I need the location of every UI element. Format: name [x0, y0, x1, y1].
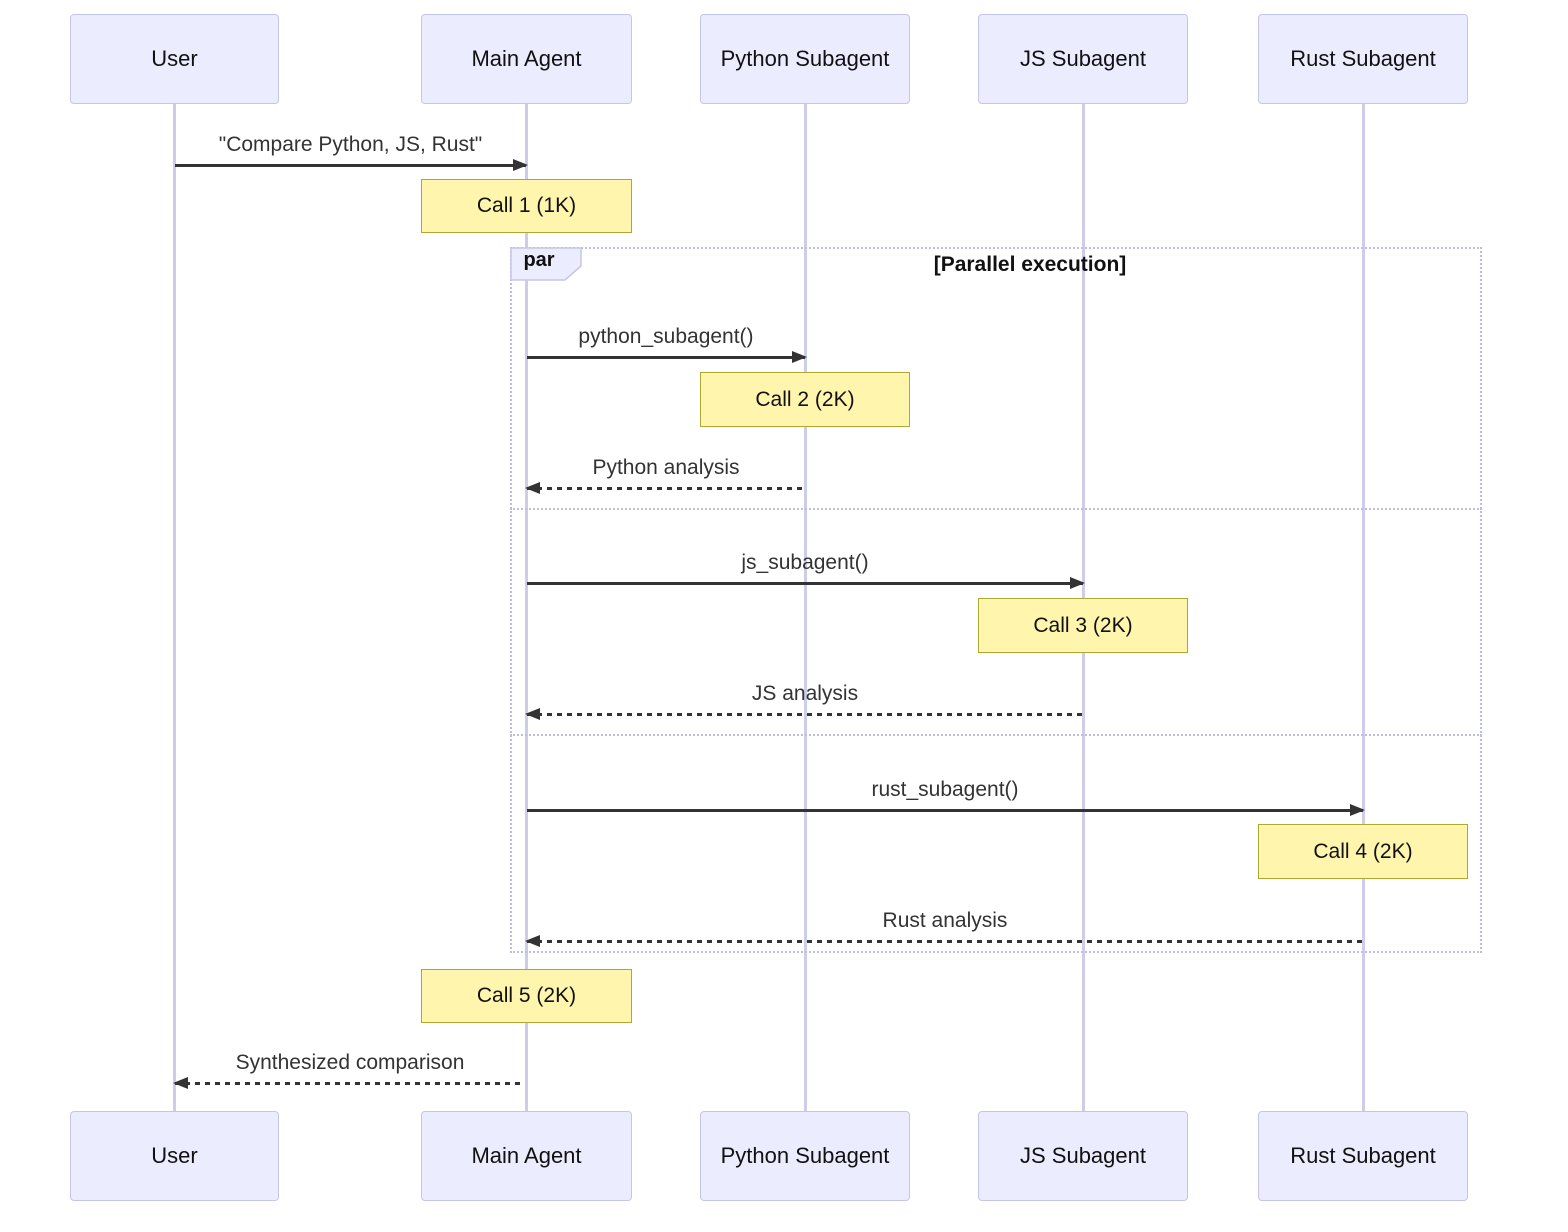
- arrowhead-left-icon: [525, 935, 540, 947]
- message-label: Python analysis: [592, 456, 740, 479]
- par-condition-label: [Parallel execution]: [933, 253, 1127, 276]
- note: Call 4 (2K): [1258, 824, 1468, 879]
- lifeline-user: [173, 104, 176, 1111]
- message-arrow: [527, 804, 1365, 816]
- message-label: rust_subagent(): [871, 778, 1019, 801]
- message-arrow: [527, 351, 807, 363]
- actor-top-main-agent: Main Agent: [421, 14, 632, 104]
- arrowhead-left-icon: [173, 1077, 188, 1089]
- lifeline-rust-subagent: [1362, 104, 1365, 1111]
- lifeline-python-subagent: [804, 104, 807, 1111]
- message-return-arrow: [525, 482, 805, 494]
- message-label: python_subagent(): [578, 325, 754, 348]
- message-return-arrow: [173, 1077, 525, 1089]
- par-frame-divider: [510, 734, 1482, 736]
- arrowhead-left-icon: [525, 482, 540, 494]
- note: Call 5 (2K): [421, 969, 632, 1023]
- par-frame-divider: [510, 508, 1482, 510]
- actor-top-python-subagent: Python Subagent: [700, 14, 910, 104]
- note: Call 2 (2K): [700, 372, 910, 427]
- arrowhead-left-icon: [525, 708, 540, 720]
- actor-bottom-js-subagent: JS Subagent: [978, 1111, 1188, 1201]
- par-operator-tab: par: [510, 247, 582, 281]
- message-label: "Compare Python, JS, Rust": [218, 133, 483, 156]
- lifeline-main-agent: [525, 104, 528, 1111]
- message-label: Synthesized comparison: [235, 1051, 465, 1074]
- arrowhead-right-icon: [1350, 804, 1365, 816]
- message-label: js_subagent(): [741, 551, 869, 574]
- actor-top-rust-subagent: Rust Subagent: [1258, 14, 1468, 104]
- actor-bottom-main-agent: Main Agent: [421, 1111, 632, 1201]
- actor-bottom-rust-subagent: Rust Subagent: [1258, 1111, 1468, 1201]
- message-return-arrow: [525, 708, 1083, 720]
- actor-bottom-user: User: [70, 1111, 279, 1201]
- par-operator-label: par: [523, 249, 555, 271]
- actor-top-user: User: [70, 14, 279, 104]
- arrowhead-right-icon: [792, 351, 807, 363]
- actor-top-js-subagent: JS Subagent: [978, 14, 1188, 104]
- message-label: Rust analysis: [882, 909, 1008, 932]
- message-return-arrow: [525, 935, 1363, 947]
- message-arrow: [175, 159, 528, 171]
- par-frame: [510, 247, 1482, 953]
- note: Call 3 (2K): [978, 598, 1188, 653]
- note: Call 1 (1K): [421, 179, 632, 233]
- message-label: JS analysis: [751, 682, 859, 705]
- arrowhead-right-icon: [513, 159, 528, 171]
- message-arrow: [527, 577, 1085, 589]
- actor-bottom-python-subagent: Python Subagent: [700, 1111, 910, 1201]
- arrowhead-right-icon: [1070, 577, 1085, 589]
